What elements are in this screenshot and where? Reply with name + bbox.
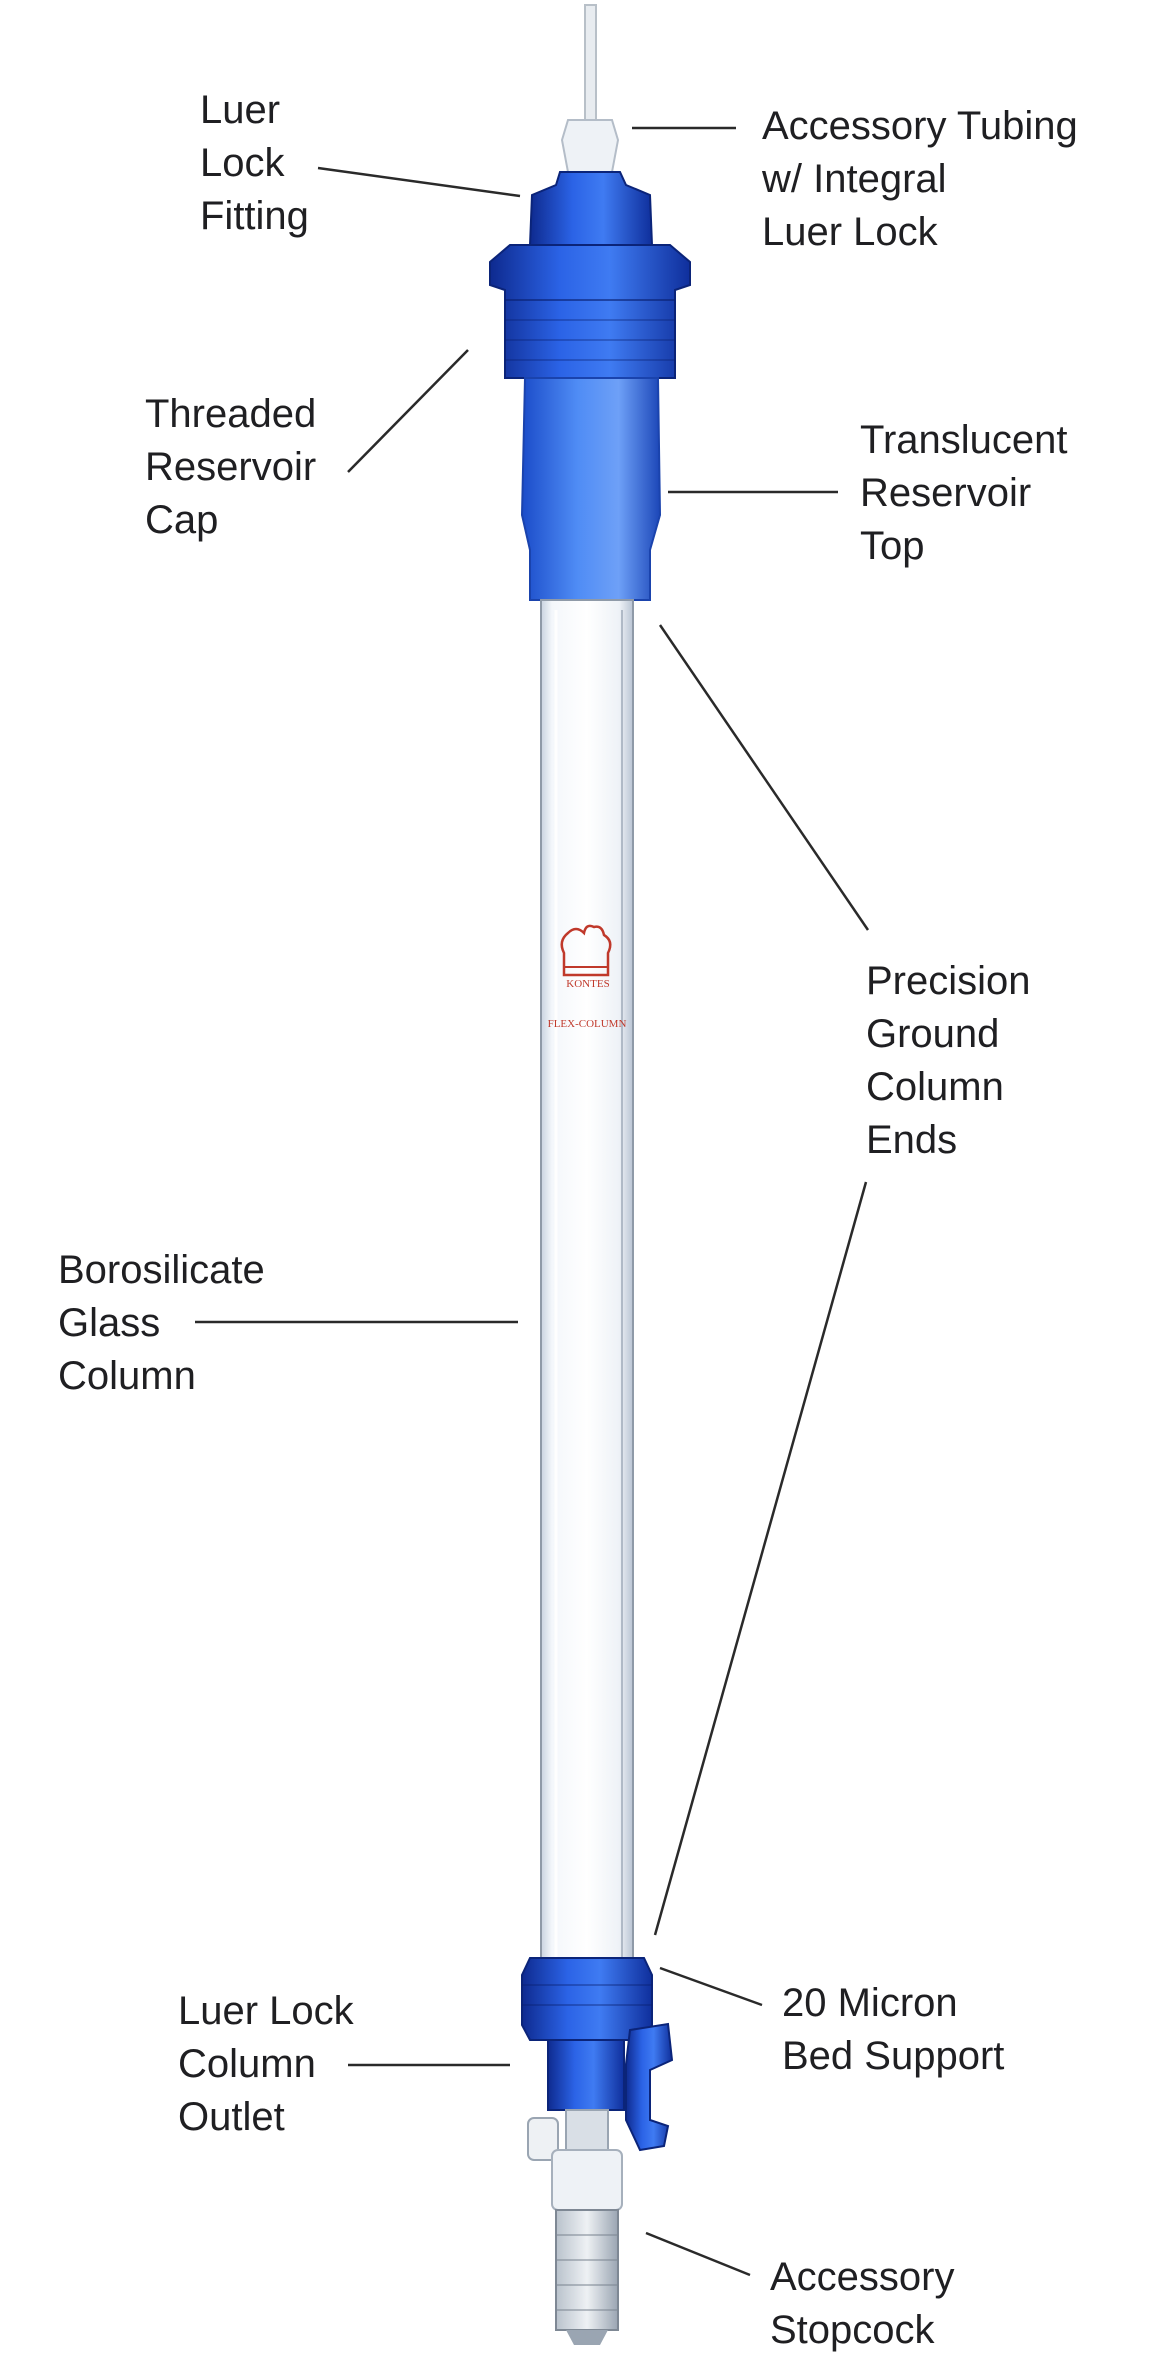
- label-borosilicate-glass-column: Borosilicate Glass Column: [58, 1248, 265, 1398]
- glass-product-text: FLEX-COLUMN: [547, 1018, 627, 1030]
- accessory-tubing: [584, 4, 597, 131]
- leader-accessory-stopcock: [645, 2231, 751, 2277]
- label-translucent-reservoir-top: Translucent Reservoir Top: [860, 418, 1068, 568]
- tubing-luer-fitting: [560, 119, 620, 173]
- label-accessory-stopcock: Accessory Stopcock: [770, 2255, 955, 2352]
- glass-brand-text: KONTES: [566, 978, 610, 990]
- accessory-stopcock: [555, 2209, 619, 2331]
- label-accessory-tubing: Accessory Tubing w/ Integral Luer Lock: [762, 104, 1078, 254]
- kontes-crown-logo-icon: [560, 924, 612, 977]
- leader-luer-lock-fitting: [317, 166, 521, 198]
- bed-support-collar: [521, 1957, 653, 2041]
- translucent-reservoir-top: [520, 377, 662, 601]
- leader-precision-ground-bottom: [653, 1181, 868, 1936]
- stopcock-valve-icon: [527, 2022, 674, 2211]
- leader-threaded-reservoir-cap: [347, 349, 469, 473]
- luer-lock-fitting: [528, 171, 654, 246]
- label-precision-ground-column-ends: Precision Ground Column Ends: [866, 959, 1031, 1162]
- label-threaded-reservoir-cap: Threaded Reservoir Cap: [145, 392, 317, 542]
- label-bed-support: 20 Micron Bed Support: [782, 1981, 1005, 2078]
- leader-bed-support: [659, 1966, 763, 2007]
- threaded-reservoir-cap: [489, 244, 691, 379]
- label-luer-lock-fitting: Luer Lock Fitting: [200, 88, 309, 238]
- luer-lock-column-outlet: [547, 2039, 625, 2111]
- label-luer-lock-column-outlet: Luer Lock Column Outlet: [178, 1989, 354, 2139]
- leader-precision-ground-top: [658, 624, 870, 931]
